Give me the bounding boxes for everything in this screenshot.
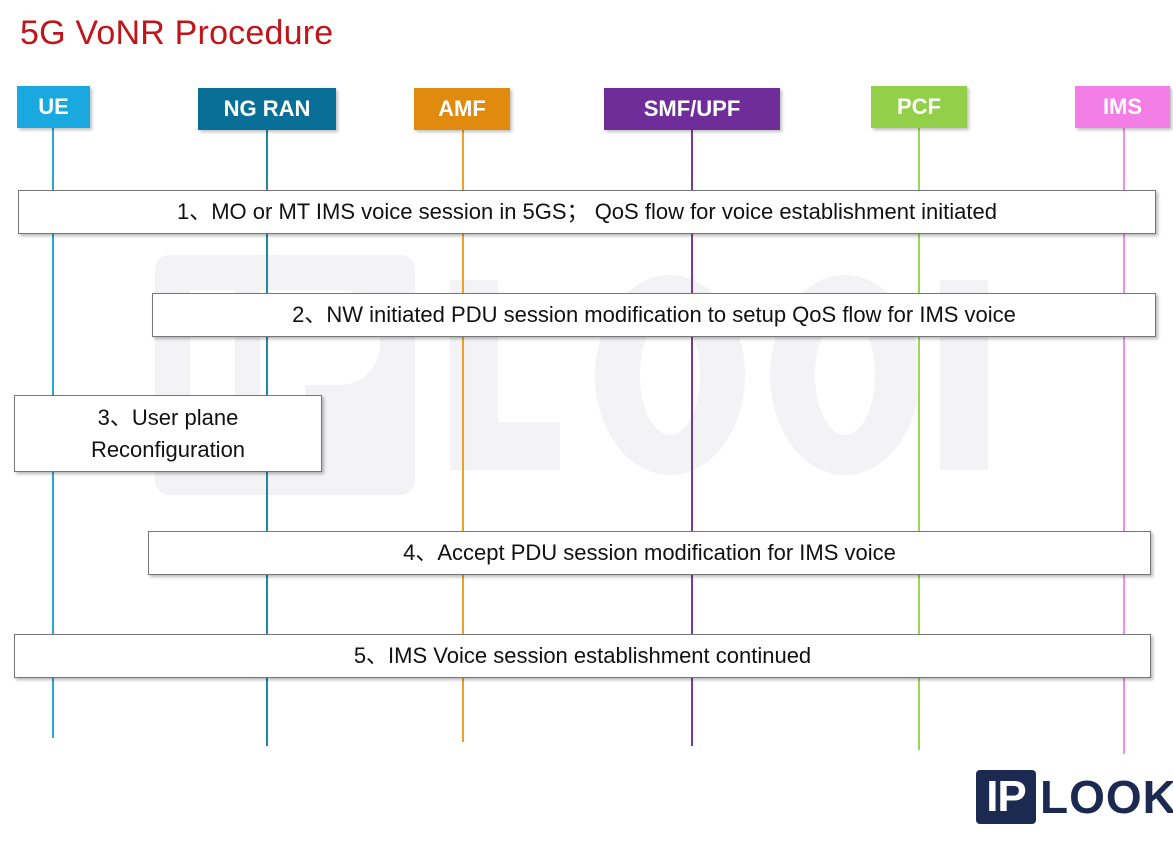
entity-ue: UE — [17, 86, 90, 128]
step-2-text: 2、NW initiated PDU session modification … — [292, 302, 1016, 328]
lifeline-ims — [1123, 128, 1125, 754]
lifeline-amf — [462, 130, 464, 742]
lifeline-smf-upf — [691, 130, 693, 746]
entity-smf-upf: SMF/UPF — [604, 88, 780, 130]
entity-ims: IMS — [1075, 86, 1170, 128]
step-3-text-line1: 3、User plane — [97, 404, 239, 430]
step-1-box: 1、MO or MT IMS voice session in 5GS； QoS… — [18, 190, 1156, 234]
step-4-box: 4、Accept PDU session modification for IM… — [148, 531, 1151, 575]
step-5-text: 5、IMS Voice session establishment contin… — [353, 643, 812, 669]
logo-look-text: LOOK — [1040, 771, 1173, 823]
step-1-text: 1、MO or MT IMS voice session in 5GS； QoS… — [176, 199, 998, 225]
iplook-logo: IP LOOK — [976, 770, 1173, 824]
step-2-box: 2、NW initiated PDU session modification … — [152, 293, 1156, 337]
step-3-box: 3、User plane Reconfiguration — [14, 395, 322, 472]
step-4-text: 4、Accept PDU session modification for IM… — [403, 540, 896, 566]
entity-pcf: PCF — [871, 86, 967, 128]
step-3-text-line2: Reconfiguration — [90, 436, 246, 462]
step-5-box: 5、IMS Voice session establishment contin… — [14, 634, 1151, 678]
page-title: 5G VoNR Procedure — [20, 14, 334, 52]
logo-ip-mark: IP — [976, 770, 1036, 824]
entity-ng-ran: NG RAN — [198, 88, 336, 130]
entity-amf: AMF — [414, 88, 510, 130]
lifeline-pcf — [918, 128, 920, 750]
